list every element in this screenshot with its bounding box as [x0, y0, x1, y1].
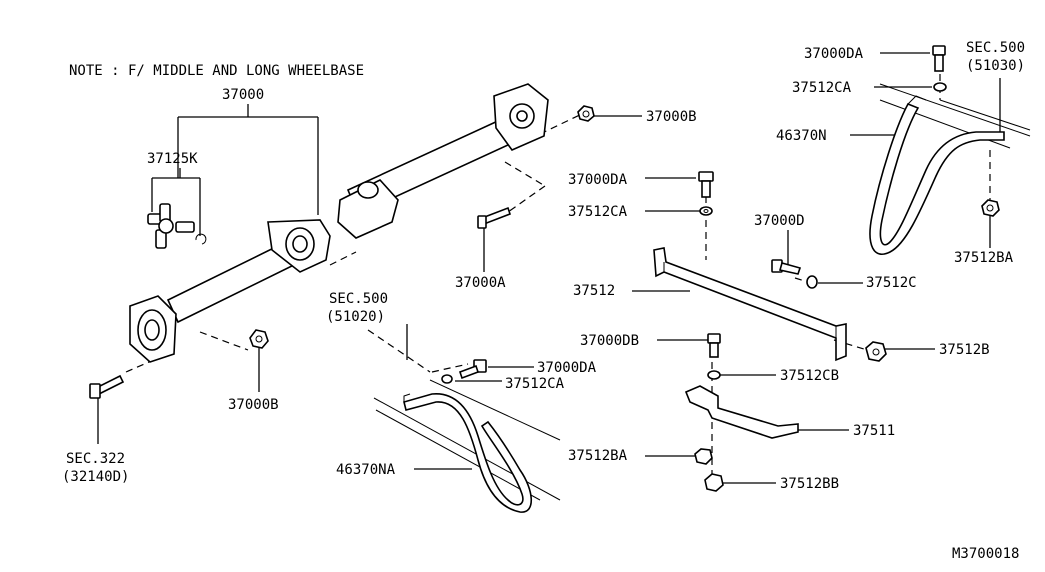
- propeller-shaft: [129, 83, 549, 363]
- label-37512CA-center: 37512CA: [568, 204, 628, 220]
- washer-37512CA-top-icon: [933, 82, 947, 92]
- universal-joint-icon: [147, 203, 207, 249]
- label-37000DA-mid: 37000DA: [537, 360, 597, 376]
- diagram-id: M3700018: [952, 546, 1019, 562]
- crossmember-37512: [653, 247, 847, 362]
- label-46370N: 46370N: [776, 128, 827, 144]
- label-sec500-mid: SEC.500: [329, 291, 388, 307]
- label-37512CA-top: 37512CA: [792, 80, 852, 96]
- nut-37512BA-low-icon: [694, 448, 713, 465]
- washer-37512CB-icon: [707, 370, 721, 380]
- note-text: NOTE : F/ MIDDLE AND LONG WHEELBASE: [69, 63, 364, 79]
- nut-37512BA-right-icon: [981, 199, 1000, 217]
- label-37512BB: 37512BB: [780, 476, 839, 492]
- label-sec322: SEC.322: [66, 451, 125, 467]
- strap-46370N: [869, 83, 1031, 255]
- label-37512: 37512: [573, 283, 615, 299]
- bracket-37511: [684, 385, 799, 439]
- nut-37512BB-icon: [704, 473, 724, 492]
- label-37000B-top: 37000B: [646, 109, 697, 125]
- bolt-37000DA-top-icon: [932, 45, 946, 72]
- label-sec500-mid-ref: (51020): [326, 309, 385, 325]
- strap-46370NA: [373, 379, 561, 513]
- label-37512B: 37512B: [939, 342, 990, 358]
- label-sec500-top: SEC.500: [966, 40, 1025, 56]
- label-37000DA-center: 37000DA: [568, 172, 628, 188]
- nut-37512B-icon: [865, 341, 887, 362]
- label-37512C: 37512C: [866, 275, 917, 291]
- label-sec500-top-ref: (51030): [966, 58, 1025, 74]
- bolt-37000A-icon: [477, 206, 512, 229]
- bolt-37000D-icon: [771, 259, 802, 275]
- label-37512BA-low: 37512BA: [568, 448, 628, 464]
- label-sec322-ref: (32140D): [62, 469, 129, 485]
- bolt-37000DB-icon: [707, 333, 721, 358]
- leader-lines: [97, 52, 1001, 484]
- label-37511: 37511: [853, 423, 895, 439]
- label-37000: 37000: [222, 87, 264, 103]
- label-37000B-bottom: 37000B: [228, 397, 279, 413]
- bolt-sec322-icon: [89, 374, 125, 399]
- label-37125K: 37125K: [147, 151, 198, 167]
- label-37000D: 37000D: [754, 213, 805, 229]
- label-37000DA-top: 37000DA: [804, 46, 864, 62]
- bolt-37000DA-center-icon: [698, 171, 714, 198]
- nut-37000B-top-icon: [577, 105, 595, 122]
- label-37512BA-right: 37512BA: [954, 250, 1014, 266]
- label-37512CB: 37512CB: [780, 368, 839, 384]
- washer-37512CA-mid-icon: [441, 374, 453, 384]
- label-37000A: 37000A: [455, 275, 506, 291]
- bolt-37000DA-mid-icon: [458, 359, 487, 380]
- washer-37512C-icon: [806, 275, 818, 289]
- washer-37512CA-center-icon: [699, 206, 713, 216]
- label-46370NA: 46370NA: [336, 462, 396, 478]
- nut-37000B-bottom-icon: [249, 329, 269, 349]
- label-37512CA-mid: 37512CA: [505, 376, 565, 392]
- label-37000DB: 37000DB: [580, 333, 639, 349]
